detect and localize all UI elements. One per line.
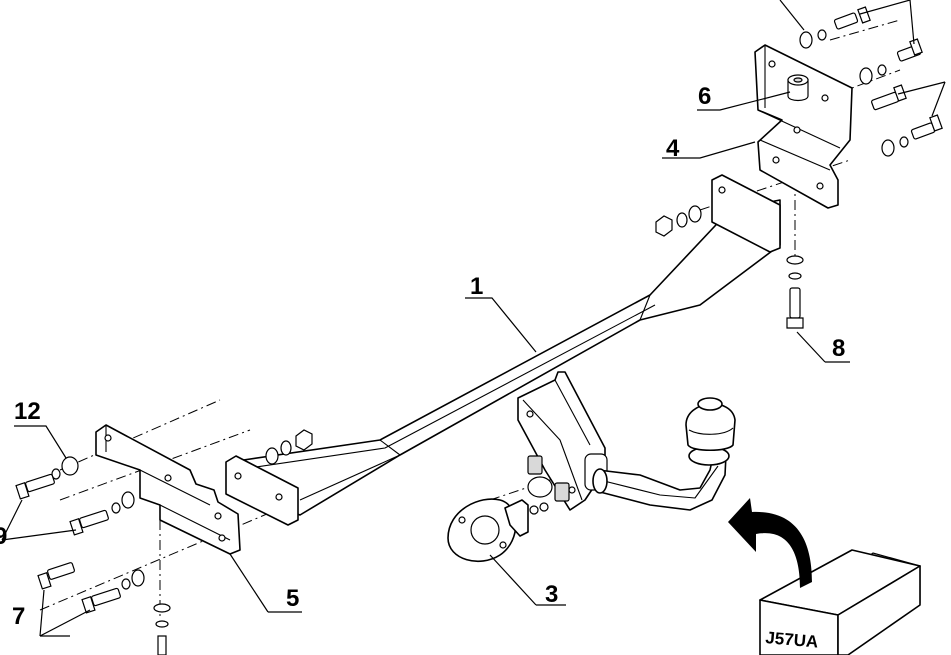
box-code-label: J57UA xyxy=(765,628,819,652)
callout-1: 1 xyxy=(470,273,483,300)
ball-mount-bracket xyxy=(517,371,608,511)
callout-3: 3 xyxy=(545,581,558,608)
bolt-part-8 xyxy=(786,255,804,329)
callout-12: 12 xyxy=(14,398,41,425)
fastener-set-crossbar-right xyxy=(655,205,702,237)
crossbar-part-1 xyxy=(225,174,781,526)
fastener-set-left xyxy=(15,456,171,655)
left-bracket-part-5 xyxy=(95,424,241,555)
fastener-set-top-right xyxy=(799,6,943,157)
fastener-set-crossbar-left xyxy=(265,429,313,465)
callout-6: 6 xyxy=(698,83,711,110)
callout-8: 8 xyxy=(832,335,845,362)
callout-9: 9 xyxy=(0,523,7,550)
callout-5: 5 xyxy=(286,585,299,612)
tow-neck-and-ball xyxy=(592,397,736,511)
spacer-part-6 xyxy=(787,74,809,102)
right-bracket-part-4 xyxy=(754,44,853,209)
callout-4: 4 xyxy=(666,135,680,162)
leader-lines xyxy=(1,0,946,637)
callout-labels: 1 3 4 5 6 7 8 9 12 xyxy=(0,83,845,630)
socket-plate-part-3 xyxy=(447,498,549,563)
curved-arrow xyxy=(728,498,812,588)
reference-box: J57UA xyxy=(759,549,921,655)
callout-7: 7 xyxy=(12,603,25,630)
